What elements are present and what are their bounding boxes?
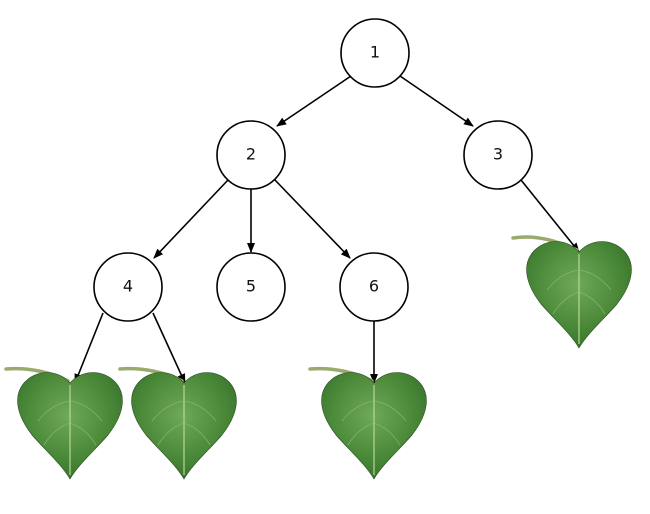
tree-node-1: 1 (340, 18, 410, 88)
node-label-1: 1 (370, 43, 380, 62)
node-circle-5 (216, 252, 286, 322)
tree-node-2: 2 (216, 120, 286, 190)
tree-node-3: 3 (463, 120, 533, 190)
tree-node-6: 6 (339, 252, 409, 322)
node-label-5: 5 (246, 277, 256, 296)
node-label-3: 3 (493, 145, 503, 164)
leaf-icon (118, 366, 237, 480)
edge-1-3 (399, 75, 474, 127)
leaf-icon (511, 235, 632, 349)
node-circle-2 (216, 120, 286, 190)
node-label-2: 2 (246, 145, 256, 164)
node-circle-6 (339, 252, 409, 322)
node-circle-4 (93, 252, 163, 322)
tree-node-4: 4 (93, 252, 163, 322)
node-circle-3 (463, 120, 533, 190)
edge-4-leaf-a (74, 312, 104, 384)
leaf-icon (4, 366, 123, 480)
leaf-icon (308, 366, 427, 480)
edge-1-2 (276, 75, 352, 127)
node-circle-1 (340, 18, 410, 88)
node-label-4: 4 (123, 277, 133, 296)
edges (74, 75, 580, 384)
tree-node-5: 5 (216, 252, 286, 322)
node-label-6: 6 (369, 277, 379, 296)
edge-4-leaf-b (152, 312, 186, 384)
edge-3-leaf (520, 179, 580, 253)
edge-2-4 (153, 179, 229, 259)
edge-2-6 (274, 179, 351, 259)
